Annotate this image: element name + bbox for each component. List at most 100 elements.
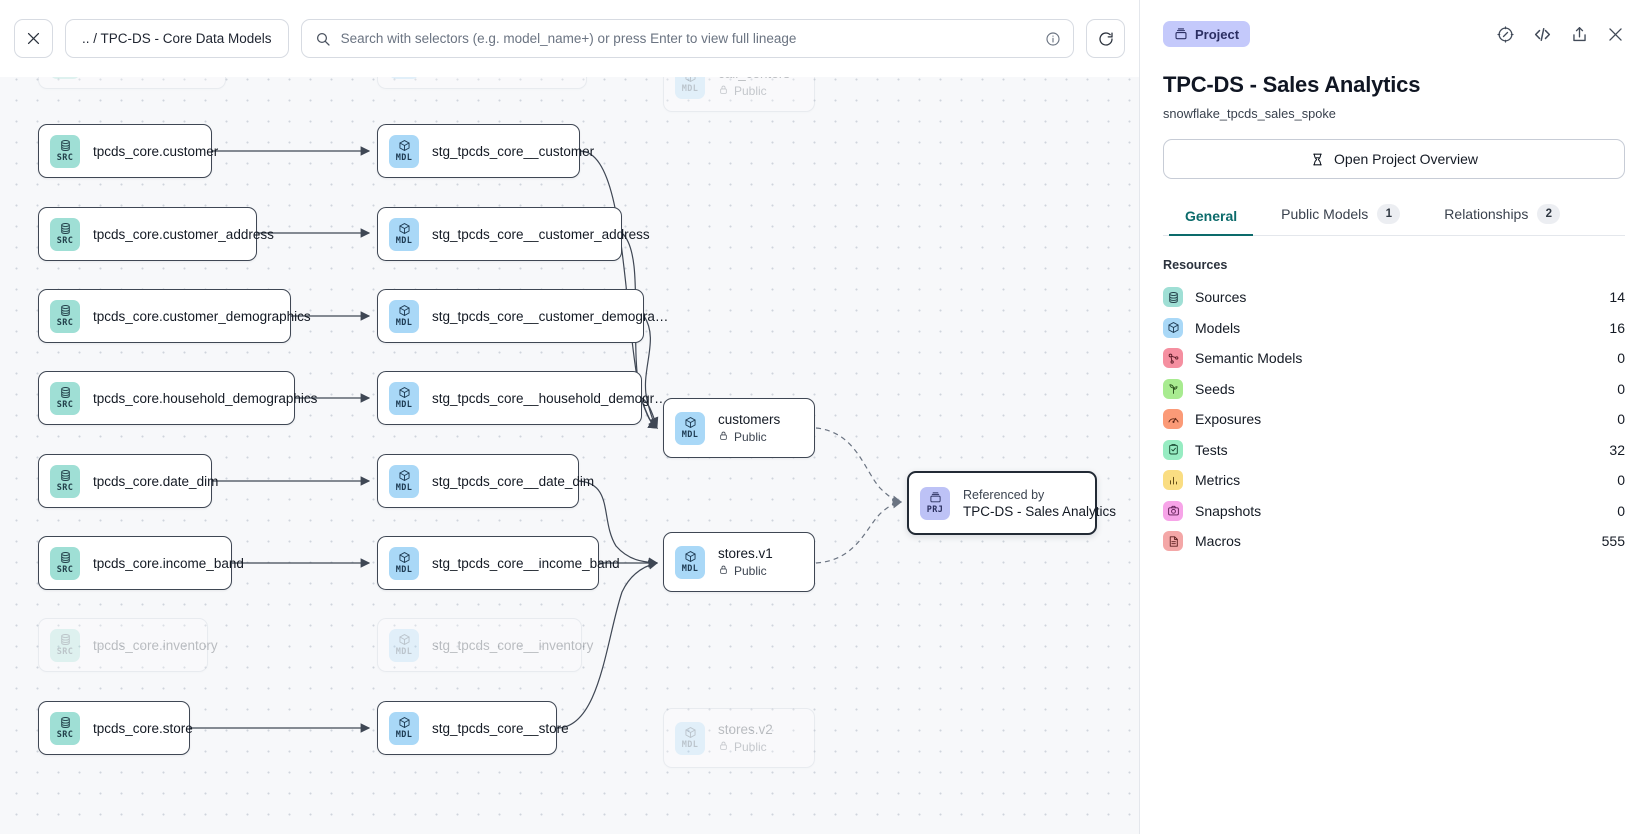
resource-name: Metrics bbox=[1195, 472, 1241, 489]
node-body: stg_tpcds_core__customer_demogra… bbox=[432, 308, 669, 324]
cube-icon bbox=[398, 716, 411, 729]
node-body: stg_tpcds_core__customer_address bbox=[432, 226, 650, 242]
cube-icon bbox=[398, 633, 411, 646]
node-label: stg_tpcds_core__household_demogr… bbox=[432, 390, 668, 406]
database-icon bbox=[59, 222, 72, 235]
lineage-node[interactable]: SRC tpcds_core.customer bbox=[38, 124, 219, 178]
resource-count: 555 bbox=[1601, 533, 1625, 550]
node-body: tpcds_core.customer_address bbox=[93, 227, 274, 242]
database-icon bbox=[59, 633, 72, 646]
node-label: stg_tpcds_core__income_band bbox=[432, 555, 620, 571]
node-type-badge-src: SRC bbox=[50, 381, 80, 415]
node-body: tpcds_core.customer_demographics bbox=[93, 309, 311, 324]
resource-name: Seeds bbox=[1195, 380, 1235, 397]
node-label: tpcds_core.date_dim bbox=[93, 473, 219, 489]
node-label: stg_tpcds_core__customer_demogra… bbox=[432, 308, 669, 324]
lineage-node[interactable]: SRC tpcds_core.date_dim bbox=[38, 454, 219, 508]
search-icon bbox=[315, 31, 331, 47]
lock-icon bbox=[718, 564, 729, 578]
tab-general[interactable]: General bbox=[1163, 208, 1259, 236]
resource-count: 16 bbox=[1609, 319, 1625, 336]
tab-label: Public Models bbox=[1281, 206, 1369, 222]
lineage-node[interactable]: SRC tpcds_core.household_demographics bbox=[38, 371, 318, 425]
project-icon bbox=[1174, 27, 1188, 41]
panel-header: Project bbox=[1163, 0, 1625, 56]
open-project-overview-button[interactable]: Open Project Overview bbox=[1163, 139, 1625, 179]
resource-name: Sources bbox=[1195, 289, 1247, 306]
cube-icon bbox=[398, 551, 411, 564]
node-type-badge-src: SRC bbox=[50, 711, 80, 745]
close-panel-icon[interactable] bbox=[1606, 25, 1625, 44]
resource-count: 0 bbox=[1617, 380, 1625, 397]
refresh-button[interactable] bbox=[1086, 19, 1125, 58]
node-label: tpcds_core.customer bbox=[93, 143, 219, 159]
resource-count: 32 bbox=[1609, 441, 1625, 458]
search-input[interactable] bbox=[340, 31, 1035, 46]
overview-icon bbox=[1310, 152, 1325, 167]
node-type-badge-mdl: MDL bbox=[675, 721, 705, 755]
node-label: stg_tpcds_core__store bbox=[432, 720, 569, 736]
breadcrumb[interactable]: .. / TPC-DS - Core Data Models bbox=[65, 19, 289, 58]
gauge-icon bbox=[1163, 409, 1183, 430]
search-bar[interactable] bbox=[300, 19, 1074, 58]
lock-icon bbox=[718, 430, 729, 444]
lineage-canvas[interactable]: SRCtpcds_core.call_centerSRCtpcds_core.c… bbox=[0, 0, 1139, 834]
project-icon bbox=[929, 491, 942, 504]
sprout-icon bbox=[1163, 378, 1183, 399]
overview-button-label: Open Project Overview bbox=[1334, 151, 1478, 167]
share-icon[interactable] bbox=[1570, 25, 1589, 44]
clipboard-check-icon bbox=[1163, 439, 1183, 460]
node-type-badge-src: SRC bbox=[50, 134, 80, 168]
resource-count: 0 bbox=[1617, 350, 1625, 367]
node-type-badge-src: SRC bbox=[50, 546, 80, 580]
resource-row-seeds[interactable]: Seeds 0 bbox=[1163, 374, 1625, 405]
node-label: TPC-DS - Sales Analytics bbox=[963, 503, 1117, 519]
explore-icon[interactable] bbox=[1496, 25, 1515, 44]
resource-name: Snapshots bbox=[1195, 502, 1262, 519]
node-label: stg_tpcds_core__customer_address bbox=[432, 226, 650, 242]
node-body: tpcds_core.inventory bbox=[93, 638, 218, 653]
node-type-badge-mdl: MDL bbox=[389, 628, 419, 662]
node-type-badge-mdl: MDL bbox=[389, 464, 419, 498]
close-lineage-button[interactable] bbox=[14, 19, 53, 58]
node-label: tpcds_core.household_demographics bbox=[93, 390, 318, 406]
cube-icon bbox=[684, 416, 697, 429]
tab-label: General bbox=[1185, 208, 1238, 224]
node-type-badge-src: SRC bbox=[50, 464, 80, 498]
tab-label: Relationships bbox=[1444, 206, 1529, 222]
info-icon[interactable] bbox=[1045, 31, 1061, 47]
code-icon[interactable] bbox=[1532, 24, 1553, 45]
page-title: TPC-DS - Sales Analytics bbox=[1163, 72, 1421, 97]
resource-count: 0 bbox=[1617, 502, 1625, 519]
node-label: customers bbox=[718, 412, 781, 427]
close-icon bbox=[25, 30, 42, 47]
resource-row-snapshots[interactable]: Snapshots 0 bbox=[1163, 496, 1625, 527]
lineage-node-layer: SRCtpcds_core.call_centerSRCtpcds_core.c… bbox=[38, 35, 1117, 768]
